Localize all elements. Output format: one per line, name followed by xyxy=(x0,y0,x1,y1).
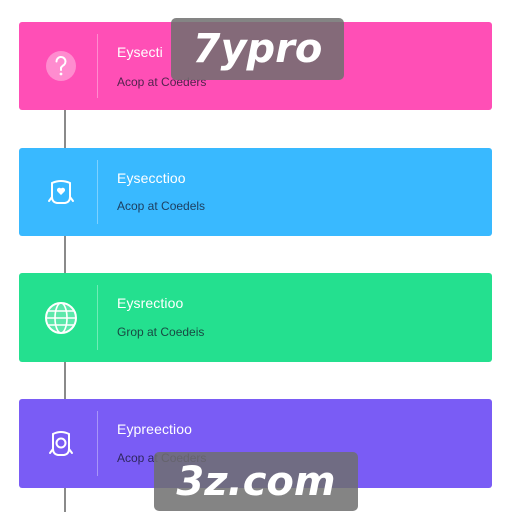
timeline-connector xyxy=(64,236,66,273)
step-title: Eypreectioo xyxy=(117,421,193,437)
card-divider xyxy=(97,34,98,98)
timeline-connector xyxy=(64,488,66,512)
globe-icon xyxy=(42,299,80,337)
card-divider xyxy=(97,285,98,350)
card-divider xyxy=(97,411,98,476)
timeline-step-card[interactable]: Eysrectioo Grop at Coedeis xyxy=(19,273,492,362)
timeline-connector xyxy=(64,110,66,148)
watermark-bottom: 3z.com xyxy=(154,452,358,511)
badge-icon xyxy=(42,425,80,463)
timeline-step-card[interactable]: Eysecctioo Acop at Coedels xyxy=(19,148,492,236)
step-title: Eysecctioo xyxy=(117,170,186,186)
step-subtitle: Grop at Coedeis xyxy=(117,325,205,339)
card-divider xyxy=(97,160,98,224)
timeline-connector xyxy=(64,362,66,399)
step-title: Eysrectioo xyxy=(117,295,184,311)
step-subtitle: Acop at Coedels xyxy=(117,199,206,213)
step-title: Eysecti xyxy=(117,44,163,60)
shield-heart-icon xyxy=(42,173,80,211)
question-mark-icon xyxy=(42,47,80,85)
watermark-top: 7ypro xyxy=(171,18,344,80)
